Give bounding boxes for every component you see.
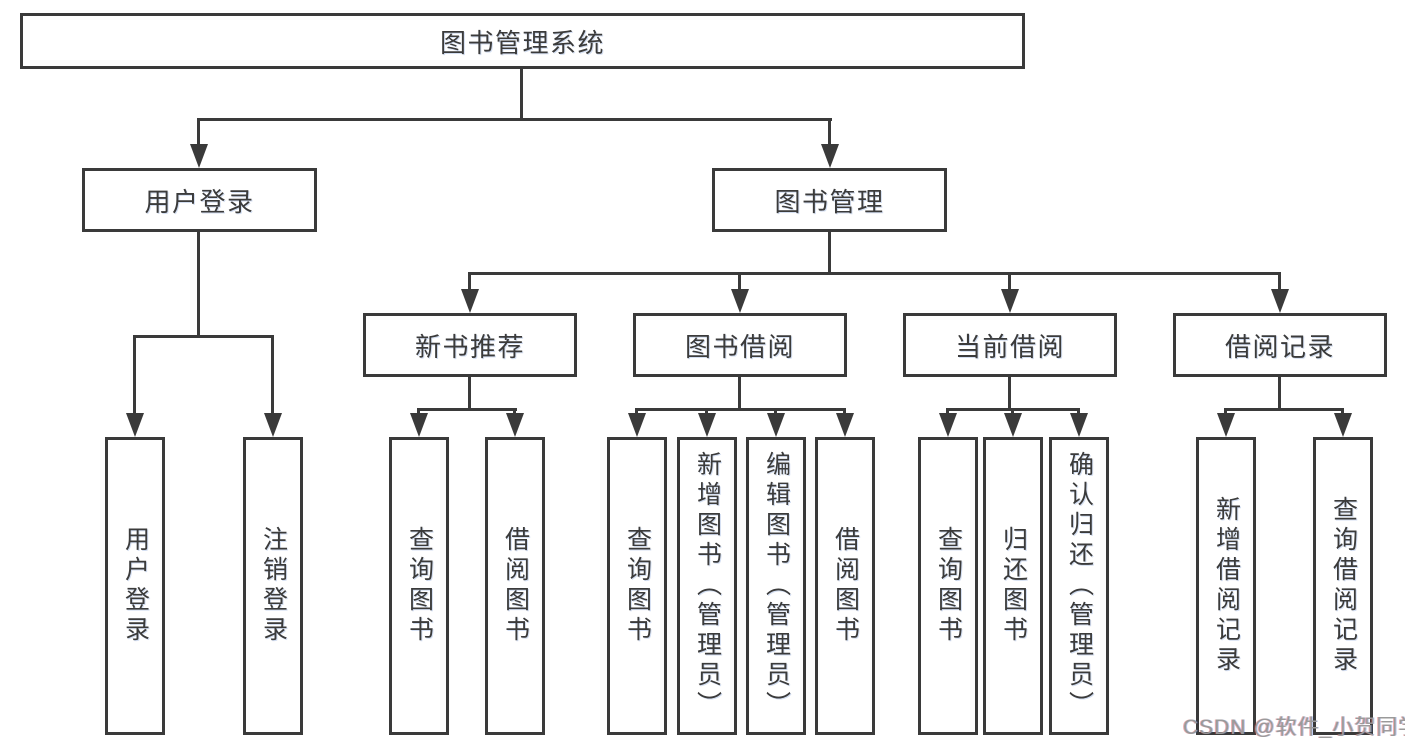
leaf-query-books-current: 查询图书 [918,437,978,735]
connector-drop [946,408,949,416]
node-user-login: 用户登录 [82,168,317,232]
node-label: 图书借阅 [684,331,795,362]
arrow-down [461,289,479,313]
connector-bookmgmt-stem [828,232,831,272]
node-library-management-system: 图书管理系统 [20,13,1025,69]
leaf-label: 查询图书 [623,526,652,646]
connector-currentborrow-stem [1008,377,1011,408]
arrow-down [731,289,749,313]
leaf-return-book: 归还图书 [983,437,1043,735]
connector-userlogin-split [133,335,274,338]
leaf-label: 新增借阅记录 [1212,496,1241,676]
leaf-label: 查询图书 [934,526,963,646]
node-label: 新书推荐 [414,331,525,362]
arrow-down [836,413,854,437]
connector-newbook-split [417,408,517,411]
connector-drop [513,408,516,416]
connector-drop [738,272,741,295]
leaf-edit-book-admin: 编辑图书（管理员） [746,437,806,735]
leaf-user-login: 用户登录 [105,437,165,735]
connector-drop [1011,408,1014,416]
connector-bookborrow-split [635,408,846,411]
connector-drop [635,408,638,416]
leaf-confirm-return-admin: 确认归还（管理员） [1049,437,1109,735]
node-label: 借阅记录 [1224,331,1335,362]
connector-drop [1008,272,1011,295]
arrow-down [939,413,957,437]
node-book-borrowing: 图书借阅 [633,313,847,377]
connector-records-split [1224,408,1344,411]
connector-drop [1224,408,1227,416]
connector-root-stem [520,69,523,118]
arrow-down [1070,413,1088,437]
arrow-down [506,413,524,437]
leaf-label: 确认归还（管理员） [1065,451,1094,721]
leaf-label: 新增图书（管理员） [693,451,722,721]
leaf-label: 注销登录 [259,526,288,646]
node-borrow-records: 借阅记录 [1173,313,1387,377]
leaf-query-books-recommend: 查询图书 [389,437,449,735]
leaf-label: 用户登录 [121,526,150,646]
leaf-query-books-borrowing: 查询图书 [607,437,667,735]
connector-drop [1278,272,1281,295]
node-new-book-recommend: 新书推荐 [363,313,577,377]
connector-drop [705,408,708,416]
arrow-down [1217,413,1235,437]
arrow-down [190,144,208,168]
leaf-label: 借阅图书 [501,526,530,646]
node-book-management: 图书管理 [712,168,947,232]
connector-drop [133,335,136,415]
node-label: 当前借阅 [954,331,1065,362]
leaf-borrow-books-recommend: 借阅图书 [485,437,545,735]
arrow-down [1004,413,1022,437]
node-label: 图书管理系统 [439,27,605,58]
leaf-logout: 注销登录 [243,437,303,735]
connector-drop [843,408,846,416]
connector-drop [1077,408,1080,416]
connector-drop [468,272,471,295]
arrow-down [264,413,282,437]
arrow-down [821,144,839,168]
leaf-label: 查询借阅记录 [1329,496,1358,676]
connector-userlogin-stem [197,232,200,335]
leaf-query-borrow-record: 查询借阅记录 [1313,437,1373,735]
node-label: 用户登录 [144,186,255,217]
leaf-add-borrow-record: 新增借阅记录 [1196,437,1256,735]
leaf-label: 借阅图书 [831,526,860,646]
leaf-label: 归还图书 [999,526,1028,646]
csdn-watermark: CSDN @软件_小贺同学 [1183,716,1405,739]
leaf-add-book-admin: 新增图书（管理员） [677,437,737,735]
connector-records-stem [1278,377,1281,408]
leaf-label: 编辑图书（管理员） [762,451,791,721]
connector-bookborrow-stem [738,377,741,408]
arrow-down [1001,289,1019,313]
arrow-down [410,413,428,437]
connector-drop [271,335,274,415]
arrow-down [126,413,144,437]
connector-drop [774,408,777,416]
connector-bookmgmt-split [468,272,1281,275]
leaf-borrow-books-borrowing: 借阅图书 [815,437,875,735]
node-label: 图书管理 [774,186,885,217]
connector-newbook-stem [468,377,471,408]
leaf-label: 查询图书 [405,526,434,646]
connector-drop [828,118,831,148]
connector-drop [1341,408,1344,416]
connector-drop [197,118,200,148]
connector-drop [417,408,420,416]
arrow-down [698,413,716,437]
connector-root-split [197,118,832,121]
arrow-down [1334,413,1352,437]
node-current-borrowing: 当前借阅 [903,313,1117,377]
arrow-down [628,413,646,437]
arrow-down [767,413,785,437]
arrow-down [1271,289,1289,313]
